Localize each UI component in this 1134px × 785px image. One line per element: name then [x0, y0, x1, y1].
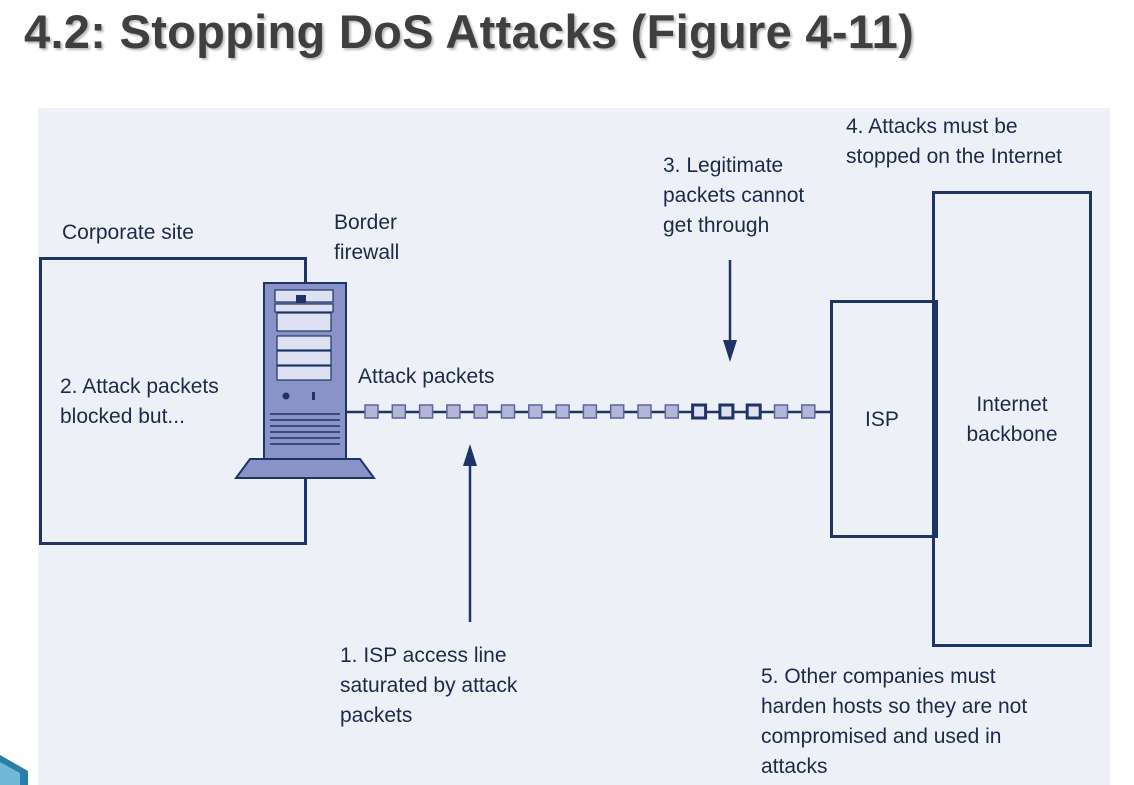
internet-backbone-label: Internet backbone [966, 393, 1058, 446]
attack-packet [391, 404, 407, 419]
isp-box [830, 300, 938, 538]
server-icon [234, 282, 376, 479]
attack-packet [446, 404, 461, 419]
legitimate-label: 3. Legitimate packets cannot get through [663, 154, 805, 237]
attack-packet [609, 404, 625, 419]
saturation-arrow-icon [463, 444, 477, 622]
attack-packet [664, 404, 680, 419]
attack-packet [418, 404, 434, 419]
legitimate-packet [691, 403, 708, 420]
stopped-label: 4. Attacks must be stopped on the Intern… [846, 115, 1062, 168]
attack-packet [555, 404, 570, 419]
border-firewall-label: Border firewall [334, 211, 400, 264]
packet-group [364, 403, 816, 420]
diagram-panel [38, 108, 1110, 785]
attack-packet [637, 404, 652, 419]
corner-ornament-icon [0, 755, 28, 785]
attack-packet [582, 404, 598, 419]
attack-packet [801, 404, 816, 419]
attack-packet [773, 404, 789, 419]
legitimate-arrow-icon [723, 260, 737, 362]
legitimate-packet [745, 403, 762, 420]
slide-title: 4.2: Stopping DoS Attacks (Figure 4-11) [24, 5, 915, 58]
blocked-label: 2. Attack packets blocked but... [60, 375, 219, 428]
attack-packet [364, 404, 379, 419]
corporate-site-label: Corporate site [62, 221, 194, 244]
attack-packets-label: Attack packets [358, 365, 495, 388]
legitimate-packet [718, 403, 735, 420]
saturated-label: 1. ISP access line saturated by attack p… [340, 644, 518, 727]
attack-packet [528, 404, 543, 419]
attack-packet [500, 404, 516, 419]
internet-backbone-box [932, 191, 1092, 647]
attack-packet [473, 404, 488, 419]
harden-label: 5. Other companies must harden hosts so … [761, 665, 1028, 778]
isp-label: ISP [865, 408, 899, 431]
